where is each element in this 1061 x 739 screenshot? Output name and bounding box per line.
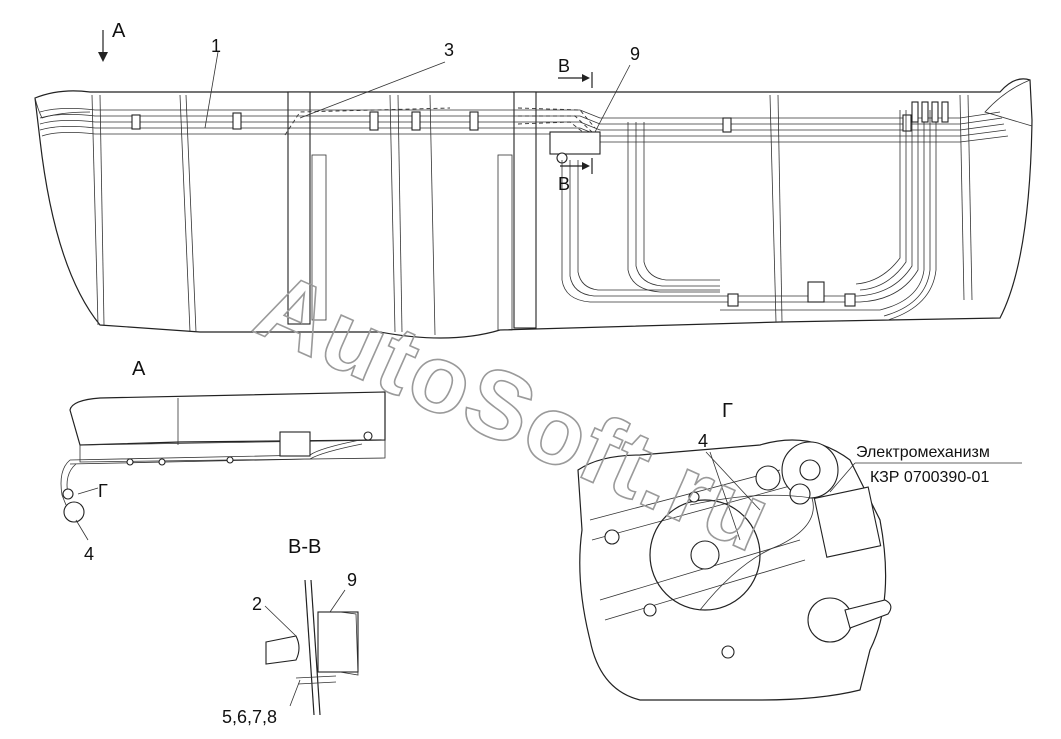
callout-3-leader xyxy=(299,61,446,119)
view-g-pulley-top-hub xyxy=(799,459,821,481)
callout-2-leader xyxy=(264,605,297,637)
callout-5678-leader xyxy=(289,679,301,707)
view-g-pulley-bottom xyxy=(807,597,853,643)
tank-right-cap xyxy=(984,79,1033,127)
section-bb-wall-1 xyxy=(304,579,315,716)
view-a-clamps xyxy=(126,431,373,466)
callout-4-view-a: 4 xyxy=(84,544,94,564)
view-g-idler xyxy=(755,465,781,491)
loop-bracket xyxy=(807,281,825,303)
strap-left xyxy=(287,91,311,325)
callout-4-view-g-leader-a xyxy=(705,451,761,511)
section-bb-bolt xyxy=(295,675,337,685)
strap-shadow-right xyxy=(497,154,513,331)
callout-9-section: 9 xyxy=(347,570,357,590)
view-a-arrow-head xyxy=(98,52,108,62)
view-a-electromechanism xyxy=(63,501,85,523)
end-clamps xyxy=(911,101,949,123)
callout-1: 1 xyxy=(211,36,221,56)
section-bb-cover xyxy=(339,611,359,676)
loop-clamp-1 xyxy=(727,293,739,307)
harness-clamps xyxy=(131,111,912,133)
strap-shadow-left xyxy=(311,154,327,321)
view-g-bolt-1 xyxy=(604,529,620,545)
callout-4-view-g-leader-b xyxy=(709,451,741,541)
view-g-cable xyxy=(689,494,814,611)
view-a-arrow-label: A xyxy=(112,20,126,42)
section-b-top-head xyxy=(582,74,590,82)
view-g-lever xyxy=(844,599,892,629)
section-bb-wall-2 xyxy=(310,579,321,716)
view-g-hub xyxy=(690,540,720,570)
callout-2: 2 xyxy=(252,594,262,614)
view-g-title: Г xyxy=(722,400,733,422)
mechanism-name: Электромеханизм xyxy=(856,444,990,461)
view-g-idler-2 xyxy=(789,483,811,505)
view-a-title: A xyxy=(132,358,146,380)
callout-g-view-a-leader xyxy=(77,487,99,495)
hidden-pipe-bundle xyxy=(517,107,596,137)
tank-bands xyxy=(91,94,973,336)
view-g-frame xyxy=(577,439,887,701)
section-bb-detail: B-B 2 9 5,6,7,8 xyxy=(222,536,359,727)
section-bb-housing xyxy=(317,611,359,673)
callout-1-leader xyxy=(204,51,219,129)
view-g-bolt-4 xyxy=(688,491,700,503)
view-g-bolt-3 xyxy=(721,645,735,659)
pipe-loops xyxy=(561,110,937,321)
view-a-tank-body xyxy=(69,391,386,446)
loop-clamp-2 xyxy=(844,293,856,307)
tank-left-cap xyxy=(34,97,91,119)
callout-5678: 5,6,7,8 xyxy=(222,707,277,727)
view-a-detail: A 4 Г xyxy=(60,358,386,564)
main-tank-view: A 1 3 B B 9 xyxy=(34,20,1033,339)
section-b-top: B xyxy=(558,56,570,76)
view-a-box xyxy=(279,431,311,457)
mechanism-code: КЗР 0700390-01 xyxy=(870,469,989,486)
view-g-electromechanism xyxy=(813,486,882,558)
callout-4-view-a-leader xyxy=(75,519,89,541)
view-a-connector xyxy=(62,488,74,500)
section-b-bottom-head xyxy=(582,162,590,170)
section-bb-title: B-B xyxy=(288,536,321,558)
section-b-bottom: B xyxy=(558,174,570,194)
callout-3: 3 xyxy=(444,40,454,60)
view-g-bolt-2 xyxy=(643,603,657,617)
mechanism-leader xyxy=(829,462,856,493)
fitting-9 xyxy=(549,131,601,155)
callout-4-view-g: 4 xyxy=(698,431,708,451)
view-g-rail xyxy=(589,469,806,621)
section-bb-nozzle xyxy=(265,635,300,665)
callout-9-leader xyxy=(594,64,631,133)
callout-9-section-leader xyxy=(329,589,346,613)
view-g-detail: Г 4 Электромеханизм КЗР 0700390-01 xyxy=(577,400,1022,701)
callout-9-main: 9 xyxy=(630,44,640,64)
callout-g-view-a: Г xyxy=(98,481,108,501)
hidden-pipe-3 xyxy=(284,107,451,136)
strap-right xyxy=(513,91,537,329)
tank-outline xyxy=(34,78,1033,339)
